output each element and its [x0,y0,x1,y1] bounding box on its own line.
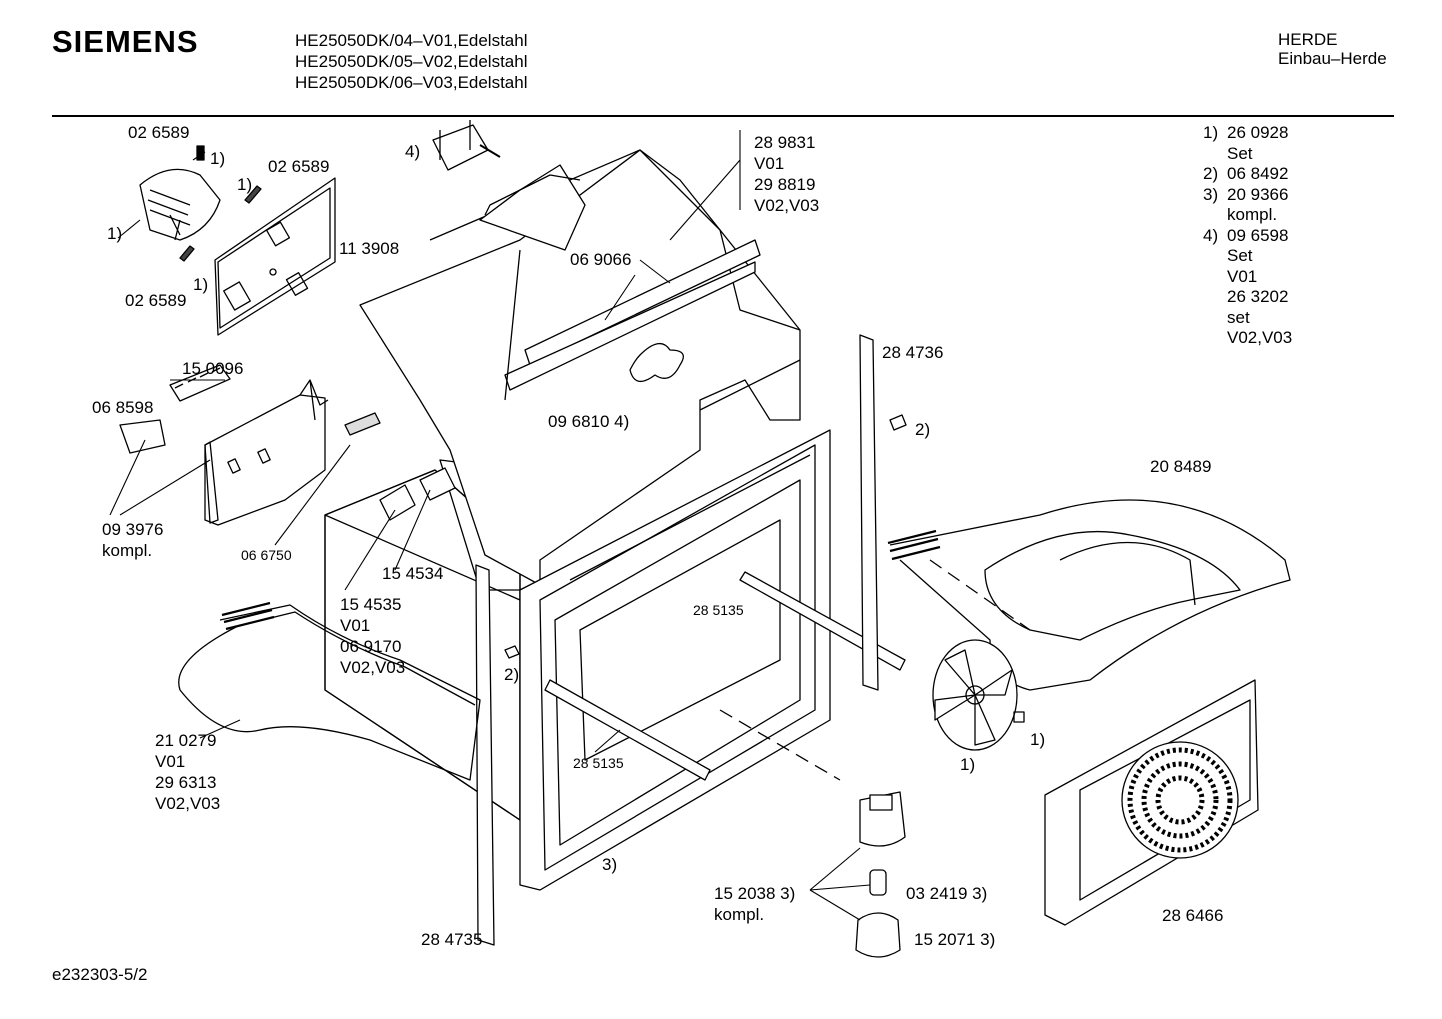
footnote-key: 2) [1203,164,1219,183]
version-label: V01 [754,154,785,173]
footnote-ref: 1) [960,755,976,774]
footnote-legend: 1) 26 0928 Set 2) 06 8492 3) 20 9366 kom… [1203,123,1292,349]
version-label: V02,V03 [754,196,820,215]
fan-housing-duct [359,149,801,586]
footnote-line: V01 [1227,266,1258,286]
footnote-line: 26 0928 [1227,123,1289,142]
part-number-label: 02 6589 [125,291,187,310]
footnote-ref: 1) [193,275,209,294]
footnote-line: 09 6598 [1227,225,1289,245]
footnote-ref: 1) [1030,730,1046,749]
footnote-ref: 2) [915,420,931,439]
top-thermostat-parts [379,120,501,521]
footnote-values: 09 6598 Set V01 26 3202 set V02,V03 [1227,226,1292,349]
footnote-3: 3) 20 9366 kompl. [1203,185,1292,226]
footnote-ref: 1) [107,224,123,243]
part-number-label: 28 9831 [754,133,816,152]
footnote-line: 06 8492 [1227,164,1289,183]
brand-logo: SIEMENS [52,24,199,59]
footnote-ref: 2) [504,665,520,684]
footnote-line: kompl. [1227,205,1278,224]
part-number-label: 21 0279 [155,731,217,750]
footnote-line: 26 3202 [1227,287,1289,306]
version-label: V02,V03 [155,794,221,813]
footnote-ref: 1) [210,149,226,168]
footnote-1: 1) 26 0928 Set [1203,123,1292,164]
leader-lines [109,130,871,921]
part-number-label: 03 2419 3) [906,884,988,903]
model-line: HE25050DK/06–V03,Edelstahl [295,73,528,92]
kompl-label: kompl. [714,905,765,924]
document-code: e232303-5/2 [52,965,148,984]
footnote-line: 20 9366 [1227,184,1289,204]
lamp-assembly [855,791,906,958]
footnote-line: Set [1227,143,1253,163]
part-number-label: 28 5135 [573,755,624,771]
part-number-label: 15 4534 [382,564,444,583]
part-number-label: 29 8819 [754,175,816,194]
footnote-values: 20 9366 kompl. [1227,185,1288,226]
footnote-ref: 4) [405,142,421,161]
version-label: V02,V03 [340,658,406,677]
footnote-line: V02,V03 [1227,328,1293,347]
part-number-label: 28 5135 [693,602,744,618]
rear-fan-cover [1044,679,1259,926]
oven-door-frame [519,429,1031,891]
control-board-assembly [119,364,381,526]
header-divider [52,115,1394,117]
footnote-key: 1) [1203,123,1219,142]
category-title: HERDE [1278,30,1338,49]
category-block: HERDE Einbau–Herde [1278,30,1387,68]
model-line: HE25050DK/04–V01,Edelstahl [295,31,528,50]
model-line: HE25050DK/05–V02,Edelstahl [295,52,528,71]
part-number-label: 09 6810 4) [548,412,630,431]
part-number-label: 02 6589 [268,157,330,176]
category-subtitle: Einbau–Herde [1278,49,1387,68]
footnote-key: 3) [1203,184,1219,204]
footnote-ref: 3) [602,855,618,874]
version-label: V01 [340,616,371,635]
footnote-line: set [1227,307,1250,327]
part-number-label: 09 3976 [102,520,164,539]
model-list: HE25050DK/04–V01,Edelstahl HE25050DK/05–… [295,30,528,93]
version-label: V01 [155,752,186,771]
part-number-label: 29 6313 [155,773,217,792]
side-rails [475,334,907,946]
part-number-label: 02 6589 [128,123,190,142]
kompl-label: kompl. [102,541,153,560]
part-number-label: 28 4736 [882,343,944,362]
footnote-values: 06 8492 [1227,164,1288,185]
part-number-label: 15 0096 [182,359,244,378]
footnote-2: 2) 06 8492 [1203,164,1292,185]
part-number-label: 11 3908 [339,239,400,258]
part-number-label: 20 8489 [1150,457,1212,476]
footnote-ref: 1) [237,175,253,194]
motor-bracket-assembly [139,145,336,336]
footnote-4: 4) 09 6598 Set V01 26 3202 set V02,V03 [1203,226,1292,349]
footnote-values: 26 0928 Set [1227,123,1288,164]
part-number-label: 06 6750 [241,547,292,563]
convection-fan [932,639,1025,751]
part-number-label: 15 2038 3) [714,884,796,903]
part-number-label: 06 8598 [92,398,154,417]
part-number-label: 28 6466 [1162,906,1224,925]
part-number-label: 06 9170 [340,637,402,656]
part-number-label: 15 2071 3) [914,930,996,949]
part-number-label: 06 9066 [570,250,632,269]
part-number-label: 15 4535 [340,595,402,614]
footnote-key: 4) [1203,225,1219,245]
part-number-label: 28 4735 [421,930,483,949]
footnote-line: Set [1227,246,1253,265]
